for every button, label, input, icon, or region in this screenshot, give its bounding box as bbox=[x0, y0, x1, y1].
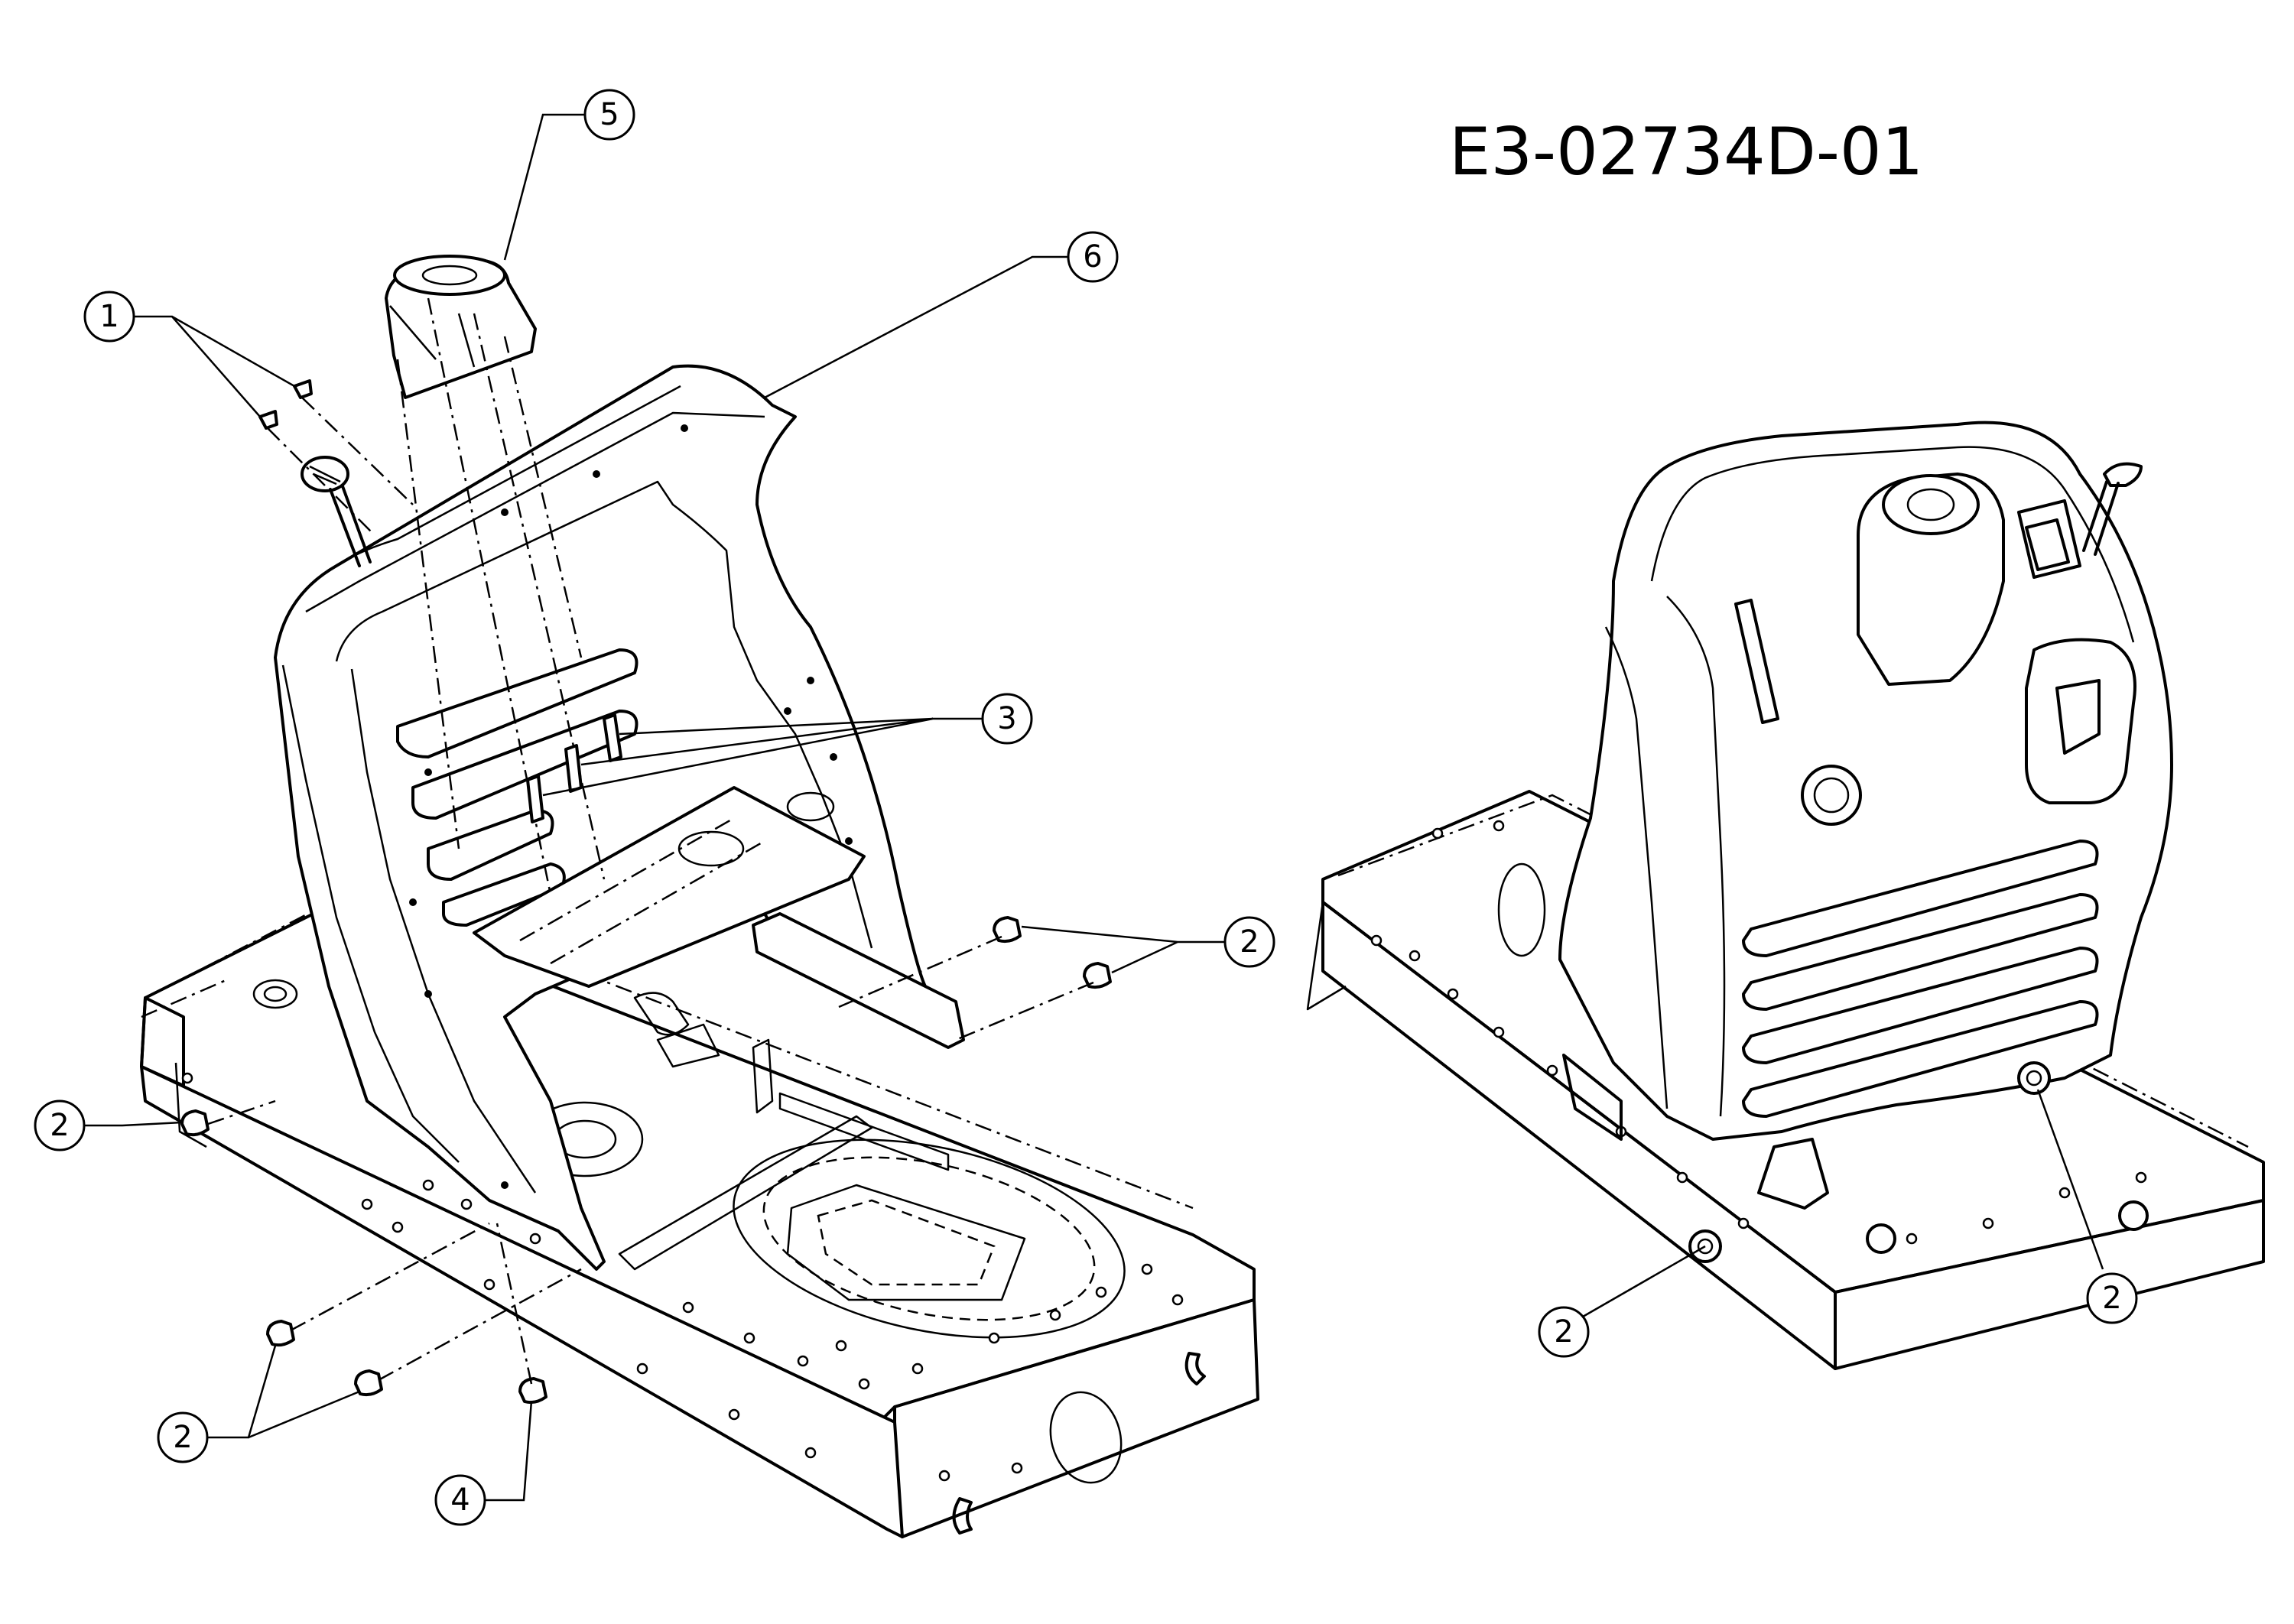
callout-4: 4 bbox=[434, 1400, 533, 1526]
part-1-knob bbox=[258, 379, 372, 567]
callout-2-left: 2 bbox=[34, 1099, 183, 1151]
part-5-cap bbox=[385, 255, 537, 399]
svg-text:1: 1 bbox=[99, 299, 119, 334]
svg-text:2: 2 bbox=[2102, 1281, 2121, 1316]
drawing-number: E3-02734D-01 bbox=[1449, 114, 1923, 190]
callout-3: 3 bbox=[542, 693, 1033, 797]
svg-text:2: 2 bbox=[50, 1108, 69, 1143]
callout-2-right-view-left: 2 bbox=[1538, 1245, 1706, 1358]
callout-5: 5 bbox=[503, 89, 635, 261]
callout-2-upper: 2 bbox=[1021, 916, 1275, 974]
left-fasteners bbox=[180, 916, 1112, 1405]
svg-text:2: 2 bbox=[173, 1420, 192, 1455]
svg-text:4: 4 bbox=[450, 1483, 470, 1518]
svg-text:3: 3 bbox=[997, 701, 1016, 736]
callout-2-right-view-right: 2 bbox=[2036, 1089, 2138, 1324]
callout-2-lower: 2 bbox=[157, 1345, 360, 1463]
svg-text:2: 2 bbox=[1554, 1314, 1573, 1350]
left-shroud bbox=[274, 364, 965, 1271]
callout-6: 6 bbox=[764, 231, 1119, 399]
callout-1: 1 bbox=[83, 291, 295, 417]
svg-text:2: 2 bbox=[1240, 924, 1259, 960]
svg-text:6: 6 bbox=[1083, 239, 1102, 274]
svg-text:5: 5 bbox=[599, 97, 619, 132]
right-view-assembly bbox=[1306, 421, 2265, 1370]
